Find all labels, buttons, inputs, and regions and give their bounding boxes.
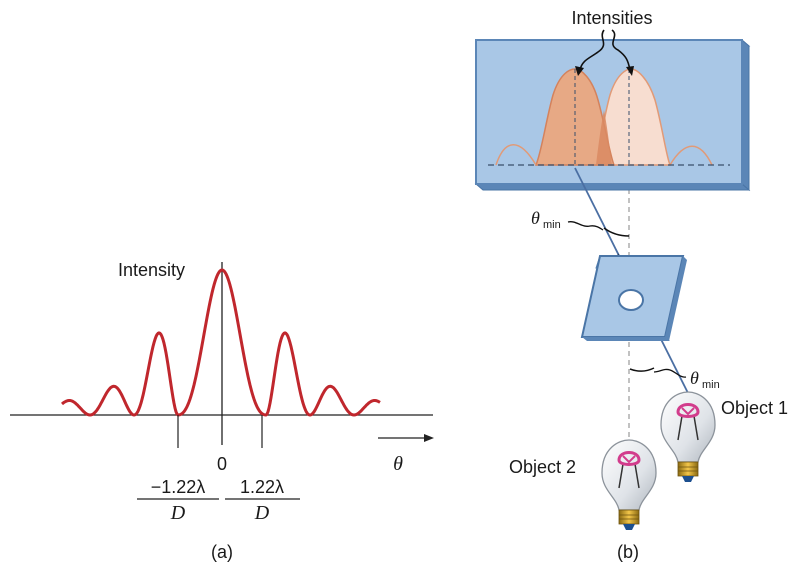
intensities-arrow-right-head-icon: [626, 66, 634, 76]
side-lobes: [495, 144, 713, 166]
object1-label: Object 1: [721, 398, 788, 418]
intensities-label: Intensities: [571, 8, 652, 28]
theta-min-lower-subscript: min: [702, 379, 720, 391]
theta-min-upper-subscript: min: [543, 219, 561, 231]
theta-min-upper-arc: [603, 227, 630, 237]
viewing-screen: [474, 38, 751, 192]
caption-a: (a): [211, 542, 233, 562]
aperture-hole: [618, 289, 644, 311]
intensities-arrow-left: [579, 29, 605, 71]
caption-b: (b): [617, 542, 639, 562]
object1-bulb-icon: [660, 391, 716, 482]
plus-fraction-denominator: D: [254, 502, 270, 524]
theta-min-upper-arrow-icon: [567, 221, 604, 231]
aperture-plate: [580, 255, 687, 341]
airy-intensity-curve: [60, 268, 381, 417]
panel-b: Intensities θ min θ min: [474, 8, 788, 562]
theta-min-upper-symbol: θ: [531, 208, 540, 228]
object2-bulb-icon: [601, 439, 657, 530]
panel-a: Intensity 0 −1.22λ D 1.22λ D θ (a): [10, 260, 434, 562]
object2-label: Object 2: [509, 457, 576, 477]
minus-fraction-numerator: −1.22λ: [151, 477, 206, 497]
theta-label: θ: [393, 453, 403, 475]
theta-min-lower-arc: [629, 367, 655, 372]
theta-min-lower-symbol: θ: [690, 368, 699, 388]
zero-label: 0: [217, 454, 227, 474]
intensity-overlap: [596, 110, 612, 165]
minus-fraction-denominator: D: [170, 502, 186, 524]
plus-fraction-numerator: 1.22λ: [240, 477, 284, 497]
intensity-label: Intensity: [118, 260, 185, 280]
theta-arrow-head-icon: [424, 434, 434, 442]
intensities-arrow-right: [611, 29, 631, 71]
theta-min-lower-arrow-icon: [653, 368, 687, 378]
intensities-arrow-left-head-icon: [575, 66, 584, 76]
